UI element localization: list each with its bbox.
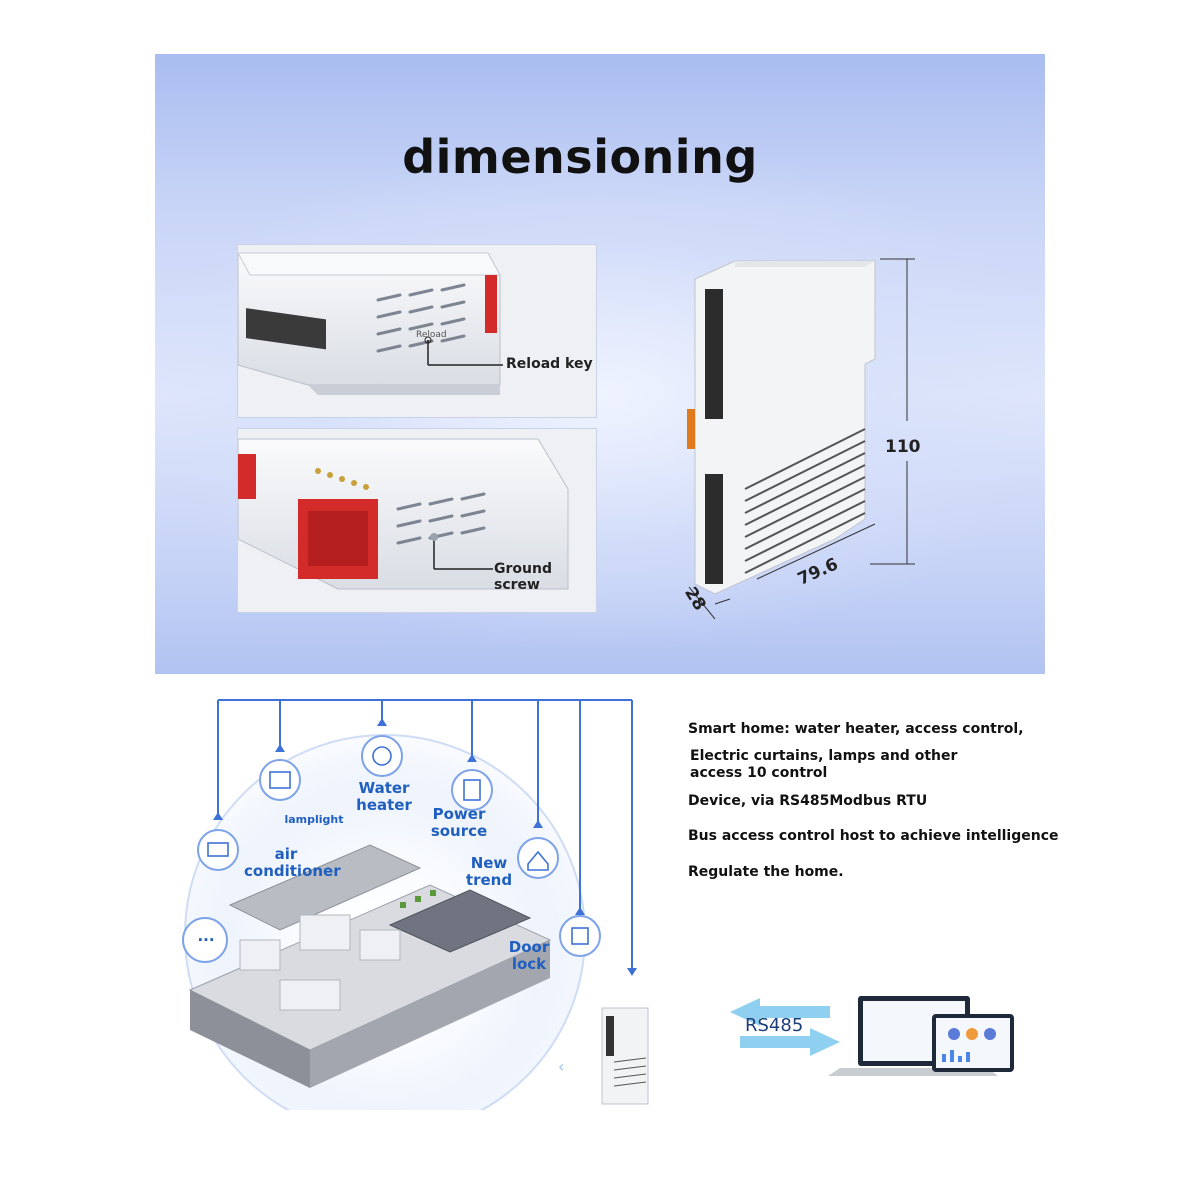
rs485-label: RS485 <box>745 1015 804 1036</box>
power-source-label: Power source <box>430 805 488 840</box>
orange-latch <box>687 409 695 449</box>
air-conditioner-icon <box>197 829 239 871</box>
module-dimension-drawing: 110 79.6 28 <box>675 249 975 620</box>
more-devices-icon <box>182 917 228 963</box>
lamplight-icon <box>259 759 301 801</box>
description-line-4: Bus access control host to achieve intel… <box>688 828 1059 844</box>
power-source-icon <box>451 769 493 811</box>
new-trend-label: New trend <box>465 854 513 889</box>
arrow-right-icon <box>740 1028 840 1056</box>
new-trend-icon <box>517 837 559 879</box>
door-lock-icon <box>559 915 601 957</box>
reload-key-label: Reload key <box>506 356 593 372</box>
red-latch <box>485 275 497 333</box>
more-devices-label: ... <box>197 927 215 945</box>
ground-screw-icon <box>430 533 438 541</box>
controller-module <box>601 1007 649 1105</box>
smart-home-diagram: ‹ › <box>182 699 649 1110</box>
description-line-2: Electric curtains, lamps and other acces… <box>690 748 958 781</box>
reload-key-illustration: Reload <box>238 245 596 417</box>
terminal-block-upper <box>705 289 723 419</box>
ground-screw-illustration <box>238 429 596 612</box>
water-heater-label: Water heater <box>356 779 412 814</box>
ground-screw-photo: Ground screw <box>237 428 597 613</box>
description-line-5: Regulate the home. <box>688 864 844 880</box>
red-latch-left <box>238 454 256 499</box>
panel-title: dimensioning <box>402 130 758 184</box>
reload-stamp: Reload <box>416 330 447 340</box>
water-heater-icon <box>361 735 403 777</box>
height-dimension: 110 <box>885 437 921 457</box>
lamplight-label: lamplight <box>284 813 344 826</box>
arrow-left-icon <box>730 998 830 1026</box>
dimensioning-panel: dimensioning <box>155 54 1045 674</box>
door-lock-label: Door lock <box>508 938 550 973</box>
module-illustration <box>687 258 915 620</box>
terminal-block-lower <box>705 474 723 584</box>
house-illustration <box>188 844 552 1088</box>
reload-key-photo: Reload Reload key <box>237 244 597 418</box>
description-line-1: Smart home: water heater, access control… <box>688 721 1024 737</box>
rs485-link <box>730 996 1014 1076</box>
description-line-3: Device, via RS485Modbus RTU <box>688 793 928 809</box>
bus-lines <box>217 699 633 968</box>
chevron-left-icon: ‹ <box>558 1057 564 1076</box>
ground-screw-label: Ground screw <box>494 561 552 593</box>
air-conditioner-label: air conditioner <box>244 845 341 880</box>
